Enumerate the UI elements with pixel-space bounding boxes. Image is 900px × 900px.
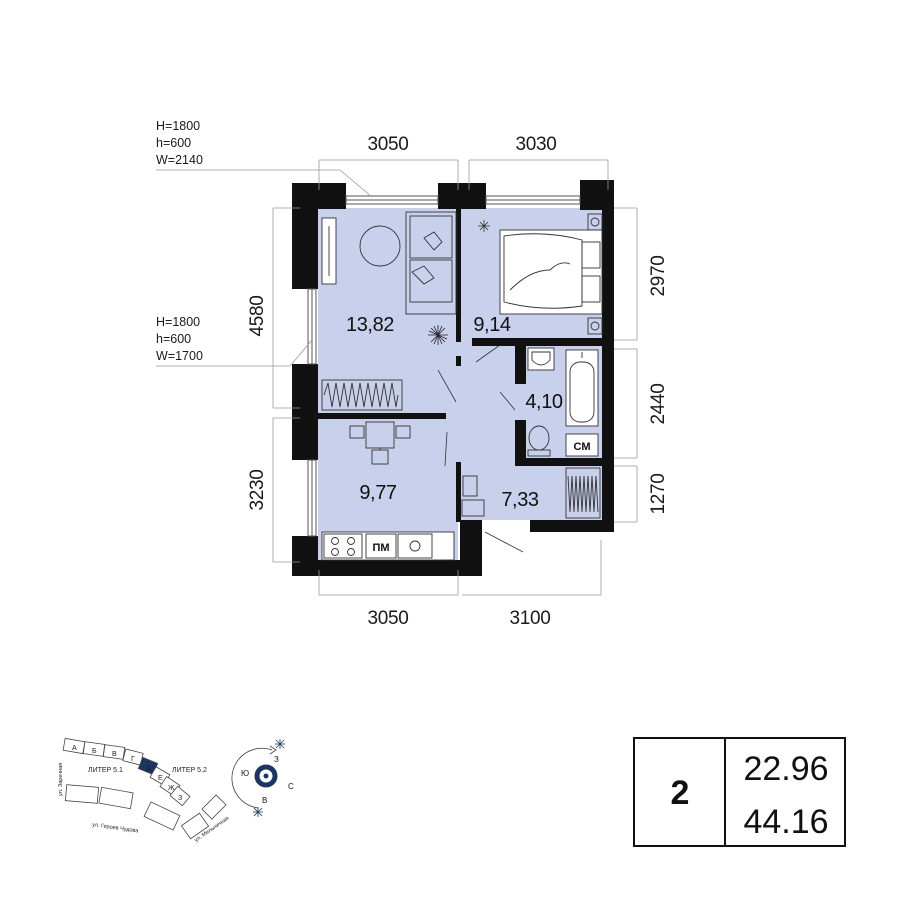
- window-top-height: H=1800: [156, 119, 200, 133]
- dim-left-top: 4580: [247, 295, 268, 336]
- dishwasher-label: ПМ: [372, 542, 389, 554]
- dim-right-top: 2970: [648, 255, 669, 296]
- windows: [307, 195, 581, 537]
- dim-top-right: 3030: [515, 134, 556, 155]
- section-label-zh: Ж: [168, 785, 175, 792]
- room-area-kitchen: 9,77: [359, 482, 397, 504]
- street-bottom-label: ул. Героев Чудова: [92, 822, 140, 835]
- room-area-living: 13,82: [346, 314, 394, 336]
- street-left-label: ул. Заречная: [58, 763, 64, 796]
- dimension-labels: 3050 3030 3050 3100 4580 3230 2970 2440 …: [247, 134, 669, 629]
- compass-north: С: [288, 782, 294, 791]
- compass-west: З: [274, 755, 279, 764]
- dim-bottom-left: 3050: [367, 608, 408, 629]
- washing-machine-label: СМ: [574, 441, 591, 453]
- compass-south: Ю: [241, 769, 249, 778]
- walls: [292, 180, 614, 576]
- dim-left-bottom: 3230: [247, 469, 268, 510]
- section-label-d: Д: [146, 765, 151, 772]
- room-area-bedroom: 9,14: [473, 314, 511, 336]
- room-areas: 13,82 9,14 4,10 9,77 7,33 СМ ПМ: [346, 314, 591, 554]
- section-label-a: А: [72, 745, 77, 752]
- summary-box: 2 22.96 44.16: [633, 737, 846, 847]
- rooms-count: 2: [671, 774, 690, 812]
- liter-left-label: ЛИТЕР 5.1: [88, 767, 123, 774]
- section-label-b: Б: [92, 748, 97, 755]
- site-plan: А Б В Г Д Е Ж З ЛИТЕР 5.1 ЛИТЕР 5.2 ул. …: [58, 737, 230, 844]
- section-label-z: З: [178, 795, 182, 802]
- window-note-top: H=1800 h=600 W=2140: [156, 119, 203, 167]
- dim-bottom-right: 3100: [509, 608, 550, 629]
- room-area-bathroom: 4,10: [525, 391, 563, 413]
- section-label-e: Е: [158, 775, 163, 782]
- living-area: 22.96: [743, 750, 828, 788]
- window-left-sill: h=600: [156, 332, 191, 346]
- window-top-sill: h=600: [156, 136, 191, 150]
- sun-icon-bottom: [253, 807, 263, 817]
- section-label-v: В: [112, 751, 117, 758]
- liter-right-label: ЛИТЕР 5.2: [172, 767, 207, 774]
- compass: С Ю В З: [231, 739, 294, 817]
- total-area: 44.16: [743, 803, 828, 841]
- dimension-guides: [156, 159, 638, 596]
- compass-east: В: [262, 796, 267, 805]
- section-label-g: Г: [131, 756, 135, 763]
- sun-icon: [275, 739, 285, 749]
- dim-top-left: 3050: [367, 134, 408, 155]
- furniture: [321, 211, 603, 561]
- window-note-left: H=1800 h=600 W=1700: [156, 315, 203, 363]
- window-left-height: H=1800: [156, 315, 200, 329]
- window-top-width: W=2140: [156, 153, 203, 167]
- dim-right-middle: 2440: [648, 383, 669, 424]
- room-area-hallway: 7,33: [501, 489, 539, 511]
- window-left-width: W=1700: [156, 349, 203, 363]
- dim-right-bottom: 1270: [648, 473, 669, 514]
